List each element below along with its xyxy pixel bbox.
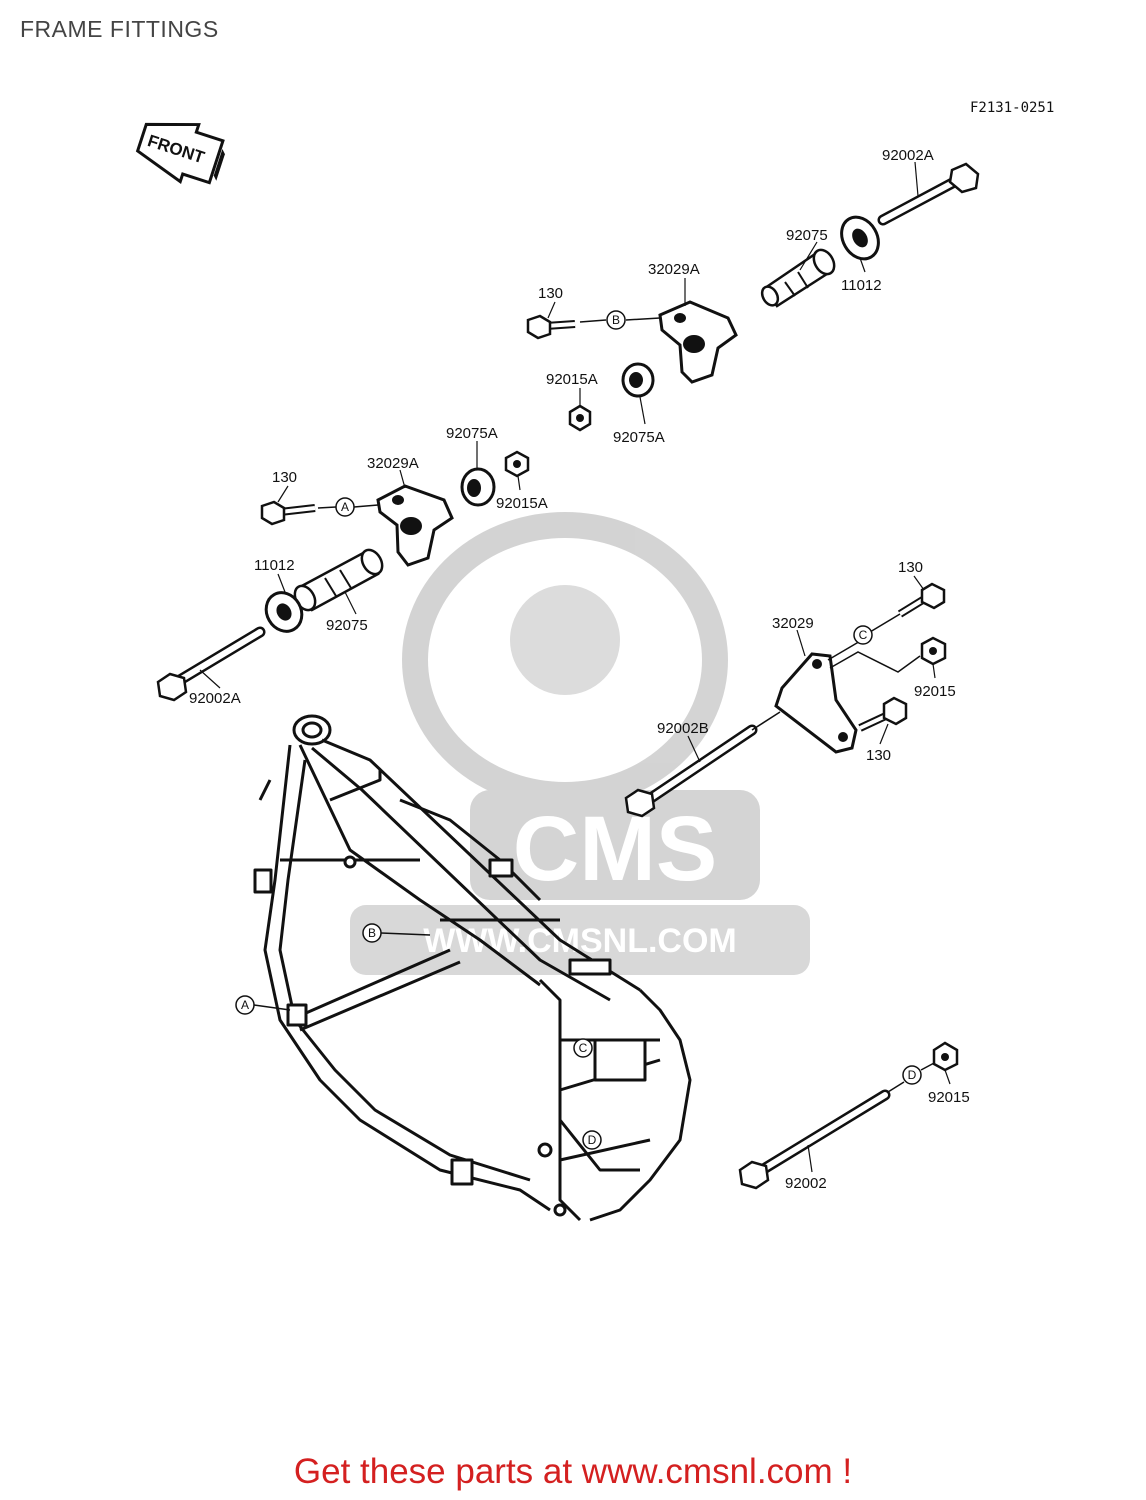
label-92075-mid: 92075 bbox=[326, 617, 368, 634]
watermark-logo-text: CMS bbox=[513, 798, 717, 900]
label-92015-bottom: 92015 bbox=[928, 1089, 970, 1106]
ref-marker-c-frame: C bbox=[573, 1038, 593, 1058]
watermark-url-text: WWW.CMSNL.COM bbox=[423, 922, 737, 960]
bracket-32029a-top bbox=[658, 300, 738, 384]
bushing-92075-mid bbox=[293, 548, 384, 612]
cmsnl-watermark: CMS WWW.CMSNL.COM bbox=[350, 512, 810, 975]
nut-92015-bottom bbox=[932, 1041, 959, 1072]
label-11012-mid: 11012 bbox=[254, 557, 295, 574]
nut-92015a-top bbox=[568, 404, 592, 432]
leader-a-top-2 bbox=[353, 504, 379, 508]
bolt-130-right-top bbox=[897, 582, 946, 618]
part-labels: 92002A 92075 11012 32029A 130 92015A 920… bbox=[189, 147, 970, 1192]
label-32029a-mid: 32029A bbox=[367, 455, 419, 472]
bolt-130-mid bbox=[260, 500, 316, 526]
ref-marker-a-frame: A bbox=[235, 995, 291, 1015]
ref-marker-c-right: C bbox=[853, 625, 873, 645]
rubber-92075a-top bbox=[621, 362, 655, 398]
cta-link[interactable]: Get these parts at www.cmsnl.com ! bbox=[293, 1452, 853, 1491]
page-title: FRAME FITTINGS bbox=[20, 16, 219, 42]
leader-b-top bbox=[579, 319, 607, 323]
watermark-url-bar bbox=[350, 905, 810, 975]
exploded-parts-diagram: CMS WWW.CMSNL.COM FRONT bbox=[135, 122, 980, 1222]
watermark-logo-block bbox=[470, 790, 760, 900]
label-92002: 92002 bbox=[785, 1175, 827, 1192]
nut-92015a-mid bbox=[504, 450, 530, 478]
label-32029: 32029 bbox=[772, 615, 814, 632]
svg-text:D: D bbox=[588, 1133, 597, 1147]
washer-11012-top bbox=[840, 215, 880, 261]
drawing-code: F2131-0251 bbox=[970, 100, 1055, 116]
label-130-mid: 130 bbox=[272, 469, 297, 486]
leader-92002b bbox=[751, 711, 781, 731]
label-92015a-mid: 92015A bbox=[496, 495, 548, 512]
label-130-right-bottom: 130 bbox=[866, 747, 891, 764]
washer-11012-mid bbox=[264, 591, 304, 633]
leader-a-top bbox=[317, 506, 337, 509]
label-11012-top: 11012 bbox=[841, 277, 882, 294]
ref-marker-d-bottom: D bbox=[902, 1065, 922, 1085]
bushing-92075-top bbox=[760, 248, 836, 308]
label-92075a-mid: 92075A bbox=[446, 425, 498, 442]
leader-c-right bbox=[827, 639, 863, 661]
bolt-92002 bbox=[738, 1089, 891, 1190]
rubber-92075a-mid bbox=[460, 467, 496, 507]
label-130-right-top: 130 bbox=[898, 559, 923, 576]
leader-d-bottom bbox=[887, 1081, 905, 1093]
plate-32029 bbox=[774, 652, 858, 754]
nut-92015-right bbox=[920, 636, 947, 666]
ref-marker-d-frame: D bbox=[582, 1130, 602, 1150]
svg-text:D: D bbox=[908, 1068, 917, 1082]
bolt-92002a-bottom bbox=[156, 626, 266, 702]
label-32029a-top: 32029A bbox=[648, 261, 700, 278]
watermark-mascot bbox=[510, 585, 620, 695]
label-130-top: 130 bbox=[538, 285, 563, 302]
label-92002a-top: 92002A bbox=[882, 147, 934, 164]
ref-marker-b-frame: B bbox=[362, 923, 431, 943]
svg-text:B: B bbox=[612, 313, 620, 327]
leader-c-right-2 bbox=[869, 613, 901, 633]
leader-b-top-2 bbox=[625, 317, 661, 321]
label-92015a-top: 92015A bbox=[546, 371, 598, 388]
label-92002b: 92002B bbox=[657, 720, 709, 737]
ref-marker-b-top: B bbox=[606, 310, 626, 330]
svg-text:B: B bbox=[368, 926, 376, 940]
bolt-92002b bbox=[624, 724, 758, 818]
bolt-92002a-top bbox=[877, 162, 980, 226]
front-arrow-icon: FRONT bbox=[135, 122, 225, 185]
ref-marker-a-top: A bbox=[335, 497, 355, 517]
label-92015-right: 92015 bbox=[914, 683, 956, 700]
bolt-130-top bbox=[526, 314, 576, 340]
label-92002a-bottom: 92002A bbox=[189, 690, 241, 707]
svg-text:A: A bbox=[341, 500, 349, 514]
label-92075-top: 92075 bbox=[786, 227, 828, 244]
motorcycle-frame bbox=[253, 714, 692, 1222]
label-92075a-top: 92075A bbox=[613, 429, 665, 446]
bolt-130-right-bottom bbox=[858, 696, 908, 732]
leader-nut-92015 bbox=[829, 651, 921, 673]
svg-text:C: C bbox=[859, 628, 868, 642]
bracket-32029a-mid bbox=[376, 484, 454, 567]
svg-text:C: C bbox=[579, 1041, 588, 1055]
svg-text:A: A bbox=[241, 998, 249, 1012]
label-leaders bbox=[199, 161, 951, 1173]
